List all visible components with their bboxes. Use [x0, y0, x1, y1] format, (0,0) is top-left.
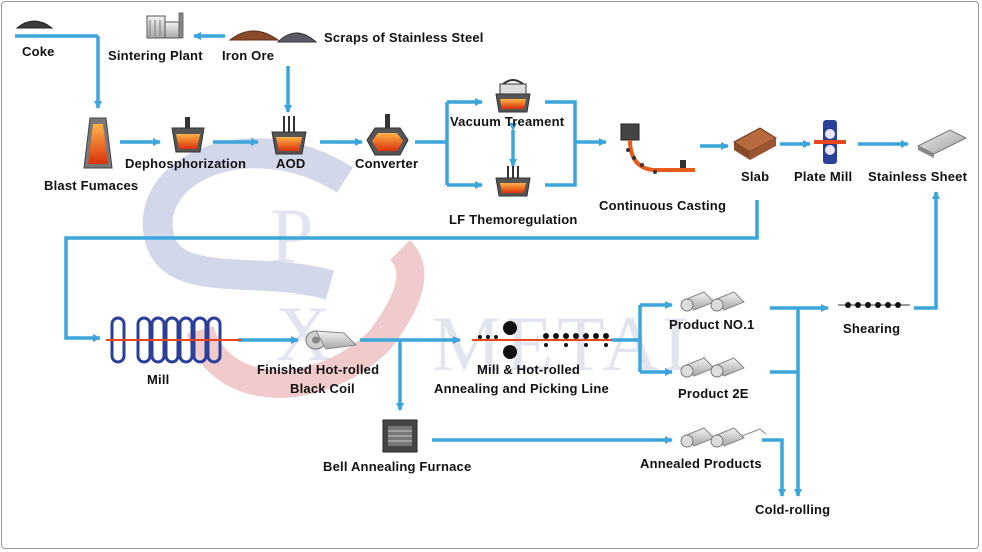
label-coke: Coke [22, 44, 55, 59]
label-aod: AOD [276, 156, 306, 171]
blast-furnace-icon [83, 117, 113, 169]
shearing-rollers-icon [838, 302, 910, 308]
bell-furnace-icon [382, 419, 418, 453]
lf-vessel-icon [495, 166, 531, 197]
watermark: P X METAL [142, 138, 710, 398]
label-scraps: Scraps of Stainless Steel [324, 30, 484, 45]
label-blast-furnaces: Blast Fumaces [44, 178, 138, 193]
label-vacuum-treament: Vacuum Treament [450, 114, 565, 129]
annealing-line-icon [472, 321, 612, 359]
label-slab: Slab [741, 169, 769, 184]
annealed-coils-icon [680, 427, 767, 448]
label-continuous-casting: Continuous Casting [599, 198, 726, 213]
rolling-mill-icon [106, 316, 242, 364]
slab-icon [733, 127, 777, 160]
black-coil-icon [305, 330, 358, 350]
coke-pile-icon [15, 20, 54, 29]
label-finished-hot-rolled: Finished Hot-rolled [257, 362, 379, 377]
watermark-red-swoosh [186, 240, 425, 398]
product-coils-icon [680, 291, 745, 312]
arrow-slab-to-mill [64, 200, 759, 342]
label-dephosphorization: Dephosphorization [125, 156, 246, 171]
iron-ore-pile-icon [228, 30, 280, 41]
stainless-sheet-icon [916, 129, 968, 158]
label-black-coil: Black Coil [290, 381, 355, 396]
converter-icon [366, 114, 409, 156]
label-plate-mill: Plate Mill [794, 169, 852, 184]
aod-vessel-icon [271, 116, 307, 155]
label-product-2e: Product 2E [678, 386, 749, 401]
label-cold-rolling: Cold-rolling [755, 502, 830, 517]
arrow-annealed-to-cold-rolling [762, 438, 786, 497]
label-annealed-products: Annealed Products [640, 456, 762, 471]
label-product-no1: Product NO.1 [669, 317, 754, 332]
continuous-caster-icon [620, 123, 695, 174]
label-sintering-plant: Sintering Plant [108, 48, 203, 63]
sintering-plant-icon [146, 12, 184, 39]
label-converter: Converter [355, 156, 418, 171]
label-mill-hot-rolled: Mill & Hot-rolled [477, 362, 580, 377]
label-iron-ore: Iron Ore [222, 48, 274, 63]
label-shearing: Shearing [843, 321, 900, 336]
watermark-letter-p: P [270, 192, 313, 279]
arrow-shearing-to-sheet [914, 191, 940, 310]
watermark-blue-swoosh [142, 138, 353, 300]
label-lf-themoregulation: LF Themoregulation [449, 212, 578, 227]
product-coils-2e-icon [680, 357, 745, 378]
plate-mill-icon [814, 120, 846, 164]
vacuum-vessel-icon [495, 79, 531, 113]
labels: Coke Sintering Plant Iron Ore Scraps of … [22, 30, 968, 517]
label-stainless-sheet: Stainless Sheet [868, 169, 968, 184]
flow-connectors [15, 32, 940, 497]
scrap-pile-icon [276, 32, 318, 43]
label-bell-annealing-furnace: Bell Annealing Furnace [323, 459, 471, 474]
dephosphorization-ladle-icon [171, 117, 205, 153]
label-annealing-picking-line: Annealing and Picking Line [434, 381, 609, 396]
label-mill: Mill [147, 372, 169, 387]
